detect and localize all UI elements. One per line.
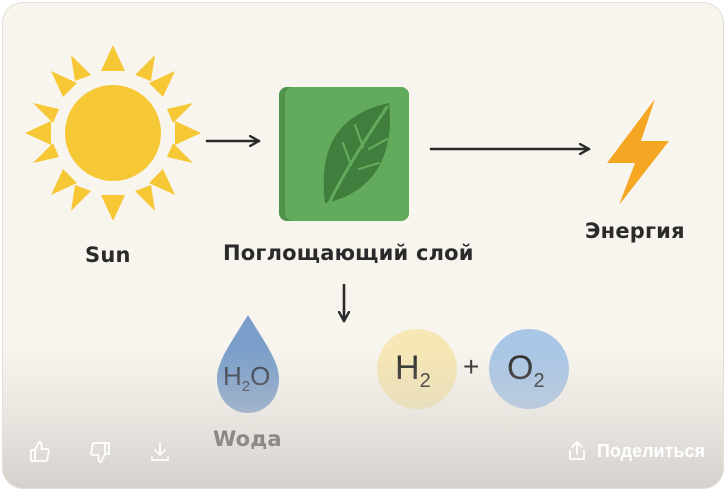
share-button[interactable]: Поделиться (565, 439, 705, 463)
share-label: Поделиться (596, 440, 705, 461)
sun-icon (25, 45, 201, 221)
download-button[interactable] (143, 435, 177, 469)
absorbing-layer-label: Поглощающий слой (223, 241, 474, 265)
water-label: Woда (213, 427, 282, 451)
water-formula-o: O (250, 361, 271, 391)
share-icon (569, 441, 585, 460)
thumbs-down-button[interactable] (83, 435, 117, 469)
oxygen-formula: O2 (507, 349, 545, 393)
absorbing-layer-block (279, 87, 409, 221)
sun-label: Sun (85, 243, 131, 267)
oxygen-formula-sub: 2 (533, 369, 545, 392)
diagram-card: Sun Поглощающий слой Энергия Woда H2O H2… (3, 3, 723, 488)
water-formula-h: H (223, 361, 242, 391)
energy-label: Энергия (585, 219, 685, 243)
plus-sign: + (463, 351, 480, 382)
hydrogen-formula: H2 (395, 349, 431, 393)
thumbs-up-icon (30, 441, 50, 462)
water-formula: H2O (223, 361, 270, 395)
download-icon (151, 442, 169, 461)
lightning-icon (607, 99, 669, 205)
oxygen-formula-o: O (507, 349, 534, 387)
leaf-icon (323, 103, 391, 205)
hydrogen-formula-h: H (395, 349, 420, 387)
thumbs-up-button[interactable] (23, 435, 57, 469)
water-formula-sub: 2 (241, 378, 251, 396)
thumbs-down-icon (90, 442, 110, 463)
hydrogen-formula-sub: 2 (419, 369, 431, 392)
